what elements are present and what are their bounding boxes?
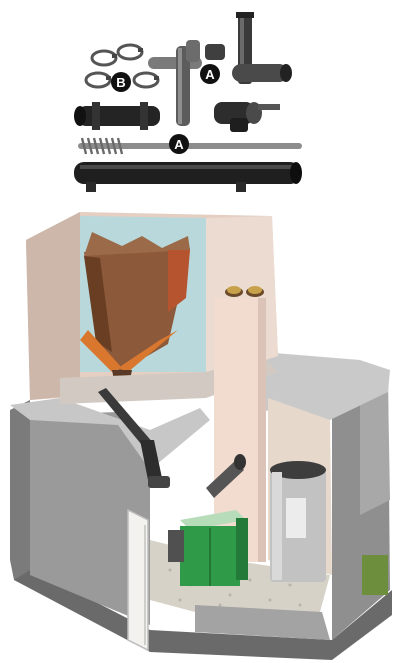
parts-kit: A B A — [74, 12, 302, 192]
auger-screw-icon — [78, 138, 302, 154]
callout-a-bottom: A — [169, 134, 189, 154]
svg-text:B: B — [116, 75, 125, 90]
motor-icon — [214, 102, 280, 132]
svg-text:A: A — [205, 67, 215, 82]
open-door — [128, 510, 148, 650]
building-cutaway — [10, 212, 392, 660]
feed-tube — [74, 102, 160, 130]
auger-housing — [74, 162, 302, 192]
callout-b: B — [111, 72, 131, 92]
water-tank — [270, 461, 326, 582]
pellet-boiler — [168, 510, 248, 586]
moss-patch — [362, 555, 388, 595]
left-outer-wall — [10, 400, 30, 580]
callout-a-top: A — [200, 64, 220, 84]
svg-text:A: A — [174, 137, 184, 152]
storage-room-left-wall — [26, 212, 80, 400]
flue-pipe — [232, 12, 292, 84]
